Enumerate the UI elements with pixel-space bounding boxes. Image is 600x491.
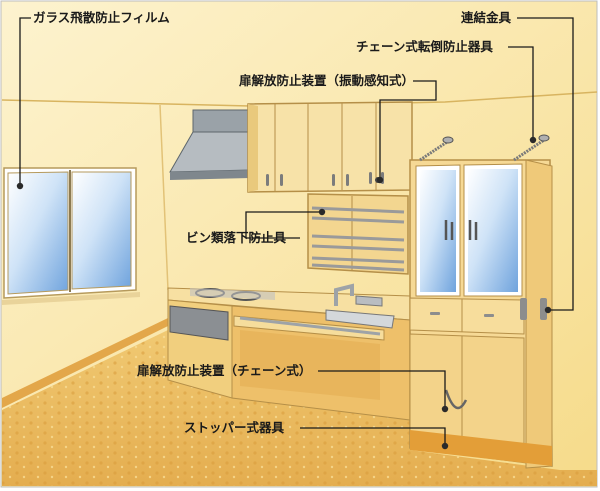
- label-bin-drop-guard: ビン類落下防止具: [186, 230, 287, 245]
- range-hood: [169, 109, 251, 180]
- wall-corner: [159, 104, 169, 291]
- leader-markers: [16, 136, 552, 450]
- baseboard-left: [2, 318, 168, 408]
- label-glass-film: ガラス飛散防止フィルム: [33, 10, 170, 25]
- leader-lines: [19, 17, 574, 446]
- window: [2, 167, 140, 305]
- label-chain-tip-guard: チェーン式転倒防止器具: [356, 39, 493, 54]
- chain-anchors: [419, 134, 550, 162]
- tall-cupboard: [409, 159, 553, 469]
- upper-cabinets: [247, 101, 413, 193]
- spice-shelf: [307, 193, 409, 275]
- label-door-latch-quake: 扉解放防止装置（振動感知式）: [239, 73, 415, 88]
- label-stopper: ストッパー式器具: [184, 420, 285, 435]
- label-connector: 連結金具: [461, 10, 512, 25]
- door-chain: [444, 389, 468, 410]
- kitchen-counter: [167, 283, 411, 421]
- label-door-latch-chain: 扉解放防止装置（チェーン式）: [137, 363, 312, 378]
